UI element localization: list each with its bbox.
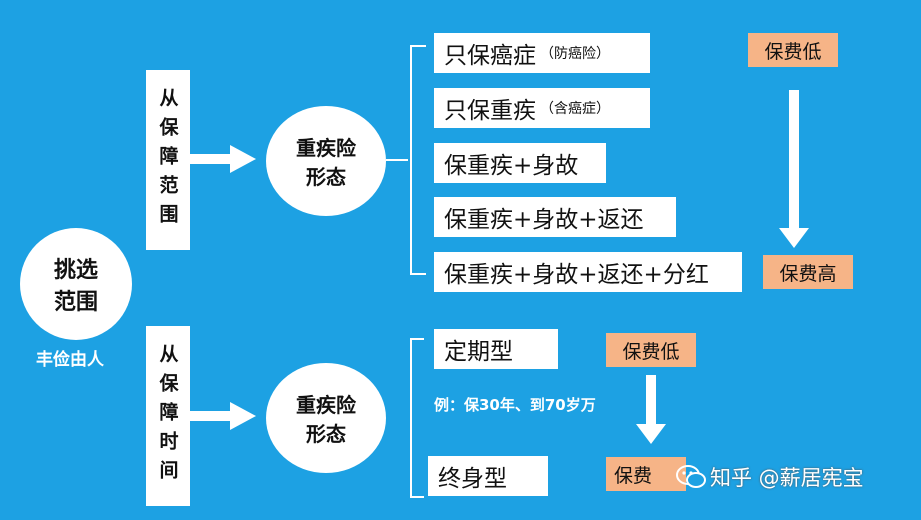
- option-lifetime: 终身型: [428, 456, 548, 496]
- root-label: 挑选 范围: [53, 258, 98, 315]
- brace-scope: [410, 45, 426, 275]
- price-high-time: 保费: [606, 457, 686, 491]
- branch-node-scope-label: 重疾险 形态: [296, 136, 356, 189]
- option-term: 定期型: [434, 329, 558, 369]
- option-cancer-only: 只保癌症 （防癌险）: [434, 33, 650, 73]
- brace-time: [410, 338, 424, 498]
- term-example: 例：保30年、到70岁万: [434, 396, 596, 414]
- dimension-scope-label: 从保障范围: [156, 87, 179, 233]
- option-critical-only: 只保重疾 （含癌症）: [434, 88, 650, 128]
- price-high-scope: 保费高: [763, 255, 853, 289]
- arrow-down-icon: [779, 90, 809, 248]
- price-low-scope: 保费低: [748, 33, 838, 67]
- arrow-right-icon: [190, 145, 256, 173]
- option-critical-death: 保重疾+身故: [434, 143, 606, 183]
- arrow-right-icon: [190, 402, 256, 430]
- dimension-scope-box: 从保障范围: [146, 70, 190, 250]
- option-critical-death-return: 保重疾+身故+返还: [434, 197, 676, 237]
- root-node: 挑选 范围: [20, 228, 132, 340]
- wechat-icon: [676, 464, 706, 490]
- branch-node-time-label: 重疾险 形态: [296, 393, 356, 446]
- branch-node-time: 重疾险 形态: [266, 363, 386, 473]
- root-caption: 丰俭由人: [36, 350, 104, 370]
- dimension-time-label: 从保障时间: [156, 343, 179, 489]
- arrow-down-icon: [636, 375, 666, 444]
- price-low-time: 保费低: [606, 333, 696, 367]
- watermark-text: 知乎 @薪居宪宝: [710, 466, 864, 490]
- branch-node-scope: 重疾险 形态: [266, 106, 386, 216]
- dimension-time-box: 从保障时间: [146, 326, 190, 506]
- option-critical-death-return-dividend: 保重疾+身故+返还+分红: [434, 252, 742, 292]
